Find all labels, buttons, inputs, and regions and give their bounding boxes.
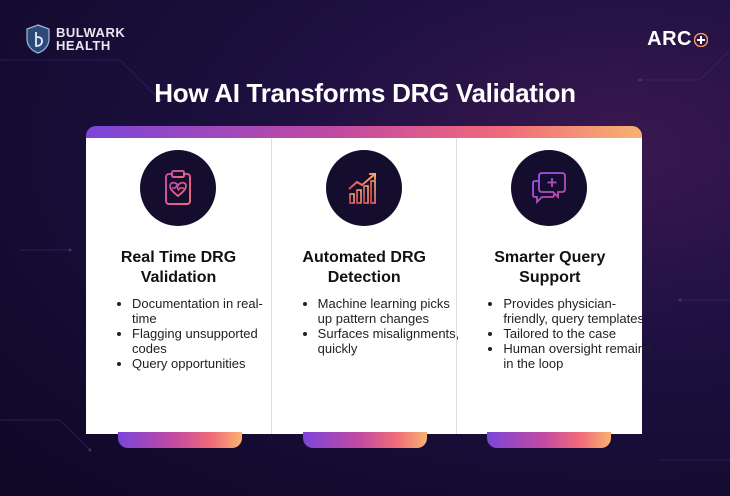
list-item: Query opportunities	[132, 356, 282, 371]
page-title: How AI Transforms DRG Validation	[154, 78, 576, 108]
chat-plus-icon	[532, 172, 567, 205]
column-title-line2: Support	[519, 269, 581, 286]
icon-badge	[140, 150, 216, 226]
shield-logo-icon	[26, 24, 50, 54]
column-title: Automated DRG Detection	[272, 248, 457, 288]
list-item: Surfaces misalignments, quickly	[318, 326, 468, 356]
card-body: Real Time DRG Validation Documentation i…	[86, 138, 651, 434]
arc-logo: ARC	[647, 28, 708, 51]
brand-name: BULWARK HEALTH	[56, 26, 125, 52]
bullet-list: Documentation in real-time Flagging unsu…	[114, 296, 282, 371]
column-title-line1: Smarter Query	[494, 249, 606, 266]
icon-badge	[511, 150, 588, 226]
column-title: Real Time DRG Validation	[86, 248, 271, 288]
column-title-line1: Automated DRG	[302, 249, 426, 266]
list-item: Provides physician-friendly, query templ…	[503, 296, 653, 326]
column-title-line1: Real Time DRG	[120, 249, 237, 266]
list-item: Documentation in real-time	[132, 296, 282, 326]
clipboard-heart-icon	[165, 170, 191, 205]
features-card: Real Time DRG Validation Documentation i…	[86, 126, 651, 434]
trend-chart-icon	[348, 173, 376, 204]
column-automated-detection: Automated DRG Detection Machine learning…	[270, 138, 459, 434]
column-tab-2	[303, 432, 427, 448]
column-title: Smarter Query Support	[457, 248, 642, 288]
column-real-time-validation: Real Time DRG Validation Documentation i…	[86, 138, 271, 434]
brand-line1: BULWARK	[56, 25, 126, 40]
brand-line2: HEALTH	[56, 38, 111, 53]
column-smarter-query: Smarter Query Support Provides physician…	[456, 138, 651, 434]
column-tab-3	[487, 432, 611, 448]
list-item: Tailored to the case	[503, 326, 653, 341]
bulwark-health-logo: BULWARK HEALTH	[26, 24, 125, 54]
arc-logo-text: ARC	[647, 28, 692, 50]
bullet-list: Machine learning picks up pattern change…	[300, 296, 468, 356]
column-title-line2: Detection	[327, 269, 401, 286]
list-item: Flagging unsupported codes	[132, 326, 282, 356]
column-title-line2: Validation	[140, 269, 217, 286]
plus-logo-icon	[694, 32, 708, 47]
icon-badge	[325, 150, 402, 226]
column-tab-1	[118, 432, 242, 448]
list-item: Machine learning picks up pattern change…	[318, 296, 468, 326]
bullet-list: Provides physician-friendly, query templ…	[485, 296, 653, 371]
list-item: Human oversight remains in the loop	[503, 341, 653, 371]
